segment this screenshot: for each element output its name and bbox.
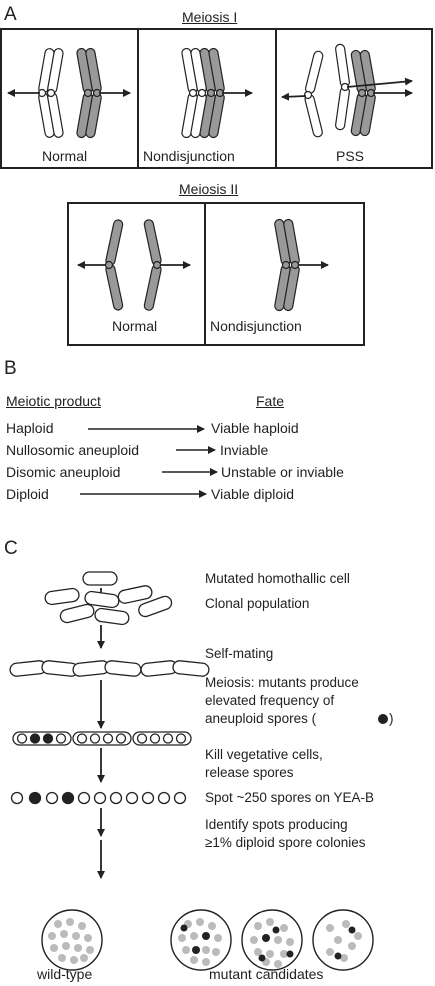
fate-viable-diploid: Viable diploid — [211, 486, 295, 502]
fate-arrows — [80, 425, 218, 498]
mutant-candidates-label: mutant candidates — [209, 966, 324, 982]
mi-pss-label: PSS — [336, 148, 365, 164]
mi-pss-chromosomes — [303, 43, 376, 138]
mi-normal-label: Normal — [42, 148, 88, 164]
panel-b-letter: B — [4, 358, 17, 379]
product-nullosomic: Nullosomic aneuploid — [6, 442, 140, 458]
released-spores — [10, 791, 187, 805]
step-meiosis-line-3: aneuploid spores ( — [205, 711, 317, 726]
mii-nondisjunction-chromosomes — [274, 218, 300, 312]
step-clonal-population: Clonal population — [205, 596, 310, 611]
mii-nondisjunction-label: Nondisjunction — [210, 318, 302, 334]
product-haploid: Haploid — [6, 420, 54, 436]
self-mating-cells — [9, 660, 210, 677]
plate-mutant-2 — [241, 909, 303, 971]
fate-header: Fate — [256, 393, 285, 409]
plate-wild-type — [41, 909, 103, 971]
aneuploid-spore-symbol — [378, 714, 388, 724]
step-identify-line-1: Identify spots producing — [205, 817, 348, 832]
fate-unstable: Unstable or inviable — [221, 464, 344, 480]
panel-a-letter: A — [4, 4, 17, 25]
clonal-population-cells — [44, 585, 173, 626]
panel-c-letter: C — [4, 538, 18, 559]
plate-mutant-1 — [170, 909, 232, 971]
asci — [12, 731, 192, 746]
mii-normal-label: Normal — [112, 318, 158, 334]
fate-viable-haploid: Viable haploid — [211, 420, 299, 436]
step-meiosis-line-2: elevated frequency of — [205, 693, 335, 708]
step-identify-line-2: ≥1% diploid spore colonies — [205, 835, 366, 850]
step-self-mating: Self-mating — [205, 646, 274, 661]
plate-mutant-3 — [312, 909, 374, 971]
step-meiosis-line-1: Meiosis: mutants produce — [205, 675, 359, 690]
meiosis-1-title: Meiosis I — [182, 9, 238, 25]
fate-inviable: Inviable — [220, 442, 269, 458]
wild-type-label: wild-type — [37, 966, 93, 982]
mii-normal-chromosomes — [104, 219, 162, 311]
product-diploid: Diploid — [6, 486, 49, 502]
single-cell — [82, 571, 118, 586]
step-spot-spores: Spot ~250 spores on YEA-B — [205, 790, 374, 805]
meiosis-2-title: Meiosis II — [179, 181, 239, 197]
mi-nondisjunction-chromosomes — [181, 47, 225, 139]
meiosis-1-box — [0, 28, 433, 169]
mi-nondisjunction-label: Nondisjunction — [143, 148, 235, 164]
step-meiosis-line-3-close: ) — [389, 711, 394, 726]
mi-normal-chromosomes — [37, 47, 102, 139]
step-mutated-cell: Mutated homothallic cell — [205, 571, 350, 586]
meiosis-2-box — [67, 202, 365, 346]
product-disomic: Disomic aneuploid — [6, 464, 121, 480]
step-kill-line-1: Kill vegetative cells, — [205, 747, 323, 762]
meiotic-product-header: Meiotic product — [6, 393, 101, 409]
step-kill-line-2: release spores — [205, 765, 294, 780]
